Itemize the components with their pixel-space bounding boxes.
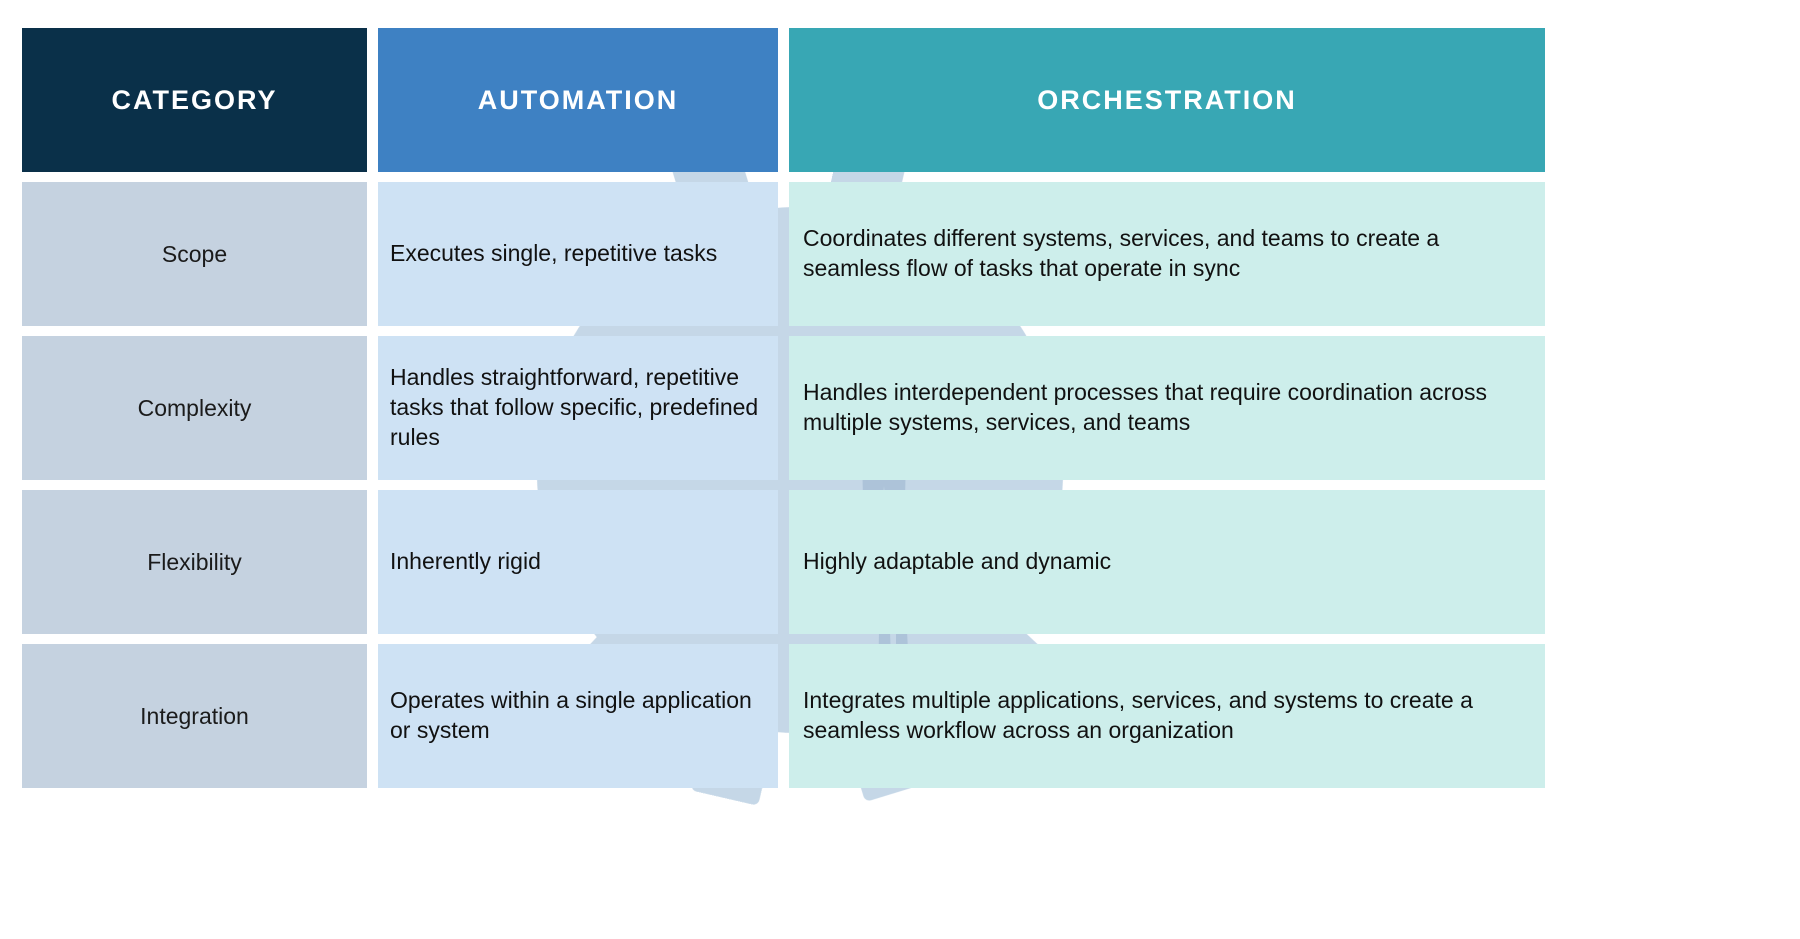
- cell-category-integration: Integration: [22, 644, 367, 788]
- cell-orchestration-scope: Coordinates different systems, services,…: [789, 182, 1545, 326]
- cell-category-scope: Scope: [22, 182, 367, 326]
- cell-automation-flexibility: Inherently rigid: [378, 490, 778, 634]
- column-header-orchestration: ORCHESTRATION: [789, 28, 1545, 172]
- table-row: Scope Executes single, repetitive tasks …: [22, 182, 1545, 326]
- cell-orchestration-flexibility: Highly adaptable and dynamic: [789, 490, 1545, 634]
- cell-category-complexity: Complexity: [22, 336, 367, 480]
- table-row: Flexibility Inherently rigid Highly adap…: [22, 490, 1545, 634]
- table-row: Integration Operates within a single app…: [22, 644, 1545, 788]
- table-header-row: CATEGORY AUTOMATION ORCHESTRATION: [22, 28, 1545, 172]
- column-header-category: CATEGORY: [22, 28, 367, 172]
- cell-automation-complexity: Handles straightforward, repetitive task…: [378, 336, 778, 480]
- table-row: Complexity Handles straightforward, repe…: [22, 336, 1545, 480]
- column-header-automation: AUTOMATION: [378, 28, 778, 172]
- cell-automation-scope: Executes single, repetitive tasks: [378, 182, 778, 326]
- cell-orchestration-complexity: Handles interdependent processes that re…: [789, 336, 1545, 480]
- cell-orchestration-integration: Integrates multiple applications, servic…: [789, 644, 1545, 788]
- cell-automation-integration: Operates within a single application or …: [378, 644, 778, 788]
- comparison-table: CATEGORY AUTOMATION ORCHESTRATION Scope …: [11, 18, 1556, 798]
- cell-category-flexibility: Flexibility: [22, 490, 367, 634]
